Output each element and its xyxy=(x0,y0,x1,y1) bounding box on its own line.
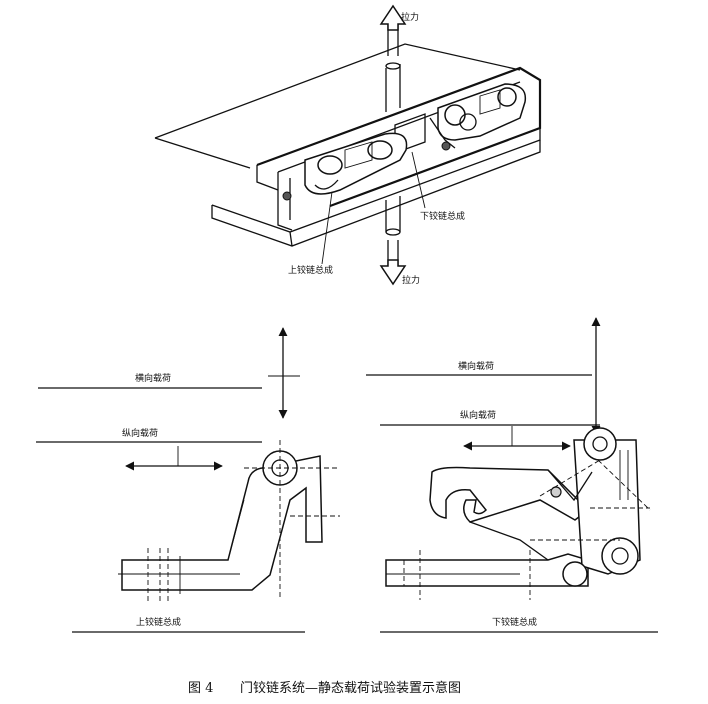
upper-hinge-assembly-label: 上铰链总成 xyxy=(288,264,333,276)
left-transverse-load-label: 横向载荷 xyxy=(135,372,171,384)
pull-force-bottom-label: 拉力 xyxy=(402,274,420,286)
upper-hinge-side-view xyxy=(36,327,340,633)
lower-hinge-side-view xyxy=(366,317,658,633)
upper-pull-rod xyxy=(379,4,407,112)
figure-title: 门铰链系统—静态载荷试验装置示意图 xyxy=(240,680,461,696)
left-longitudinal-load-label: 纵向载荷 xyxy=(122,427,158,439)
lower-hinge-parts xyxy=(429,83,527,151)
left-assembly-label: 上铰链总成 xyxy=(136,616,181,628)
upper-hinge-parts xyxy=(282,132,408,201)
right-assembly-label: 下铰链总成 xyxy=(492,616,537,628)
right-transverse-load-label: 横向载荷 xyxy=(458,360,494,372)
lower-hinge-assembly-label: 下铰链总成 xyxy=(420,210,465,222)
right-longitudinal-load-label: 纵向载荷 xyxy=(460,409,496,421)
isometric-test-fixture xyxy=(154,4,542,286)
figure-number: 图 4 xyxy=(188,681,213,696)
pull-force-top-label: 拉力 xyxy=(401,11,419,23)
lower-pull-rod xyxy=(379,196,407,286)
